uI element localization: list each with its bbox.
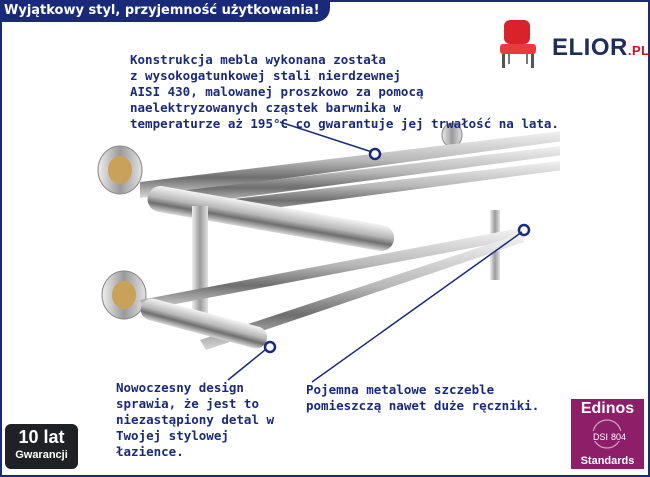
edinos-certificate: Edinos DSI 804 Standards xyxy=(571,399,644,469)
warranty-label: Gwarancji xyxy=(15,449,68,461)
logo-name: ELIOR xyxy=(552,34,628,61)
certificate-dsi: DSI xyxy=(593,432,608,442)
logo-suffix: .PL xyxy=(627,43,650,58)
design-description: Nowoczesny design sprawia, że jest to ni… xyxy=(116,380,275,459)
chair-icon xyxy=(500,20,536,68)
dsi-seal-icon: DSI 804 xyxy=(576,419,639,449)
certificate-brand: Edinos xyxy=(580,400,635,417)
warranty-badge: 10 lat Gwarancji xyxy=(5,424,78,469)
certificate-number: 804 xyxy=(611,432,626,442)
capacity-description: Pojemna metalowe szczeble pomieszczą naw… xyxy=(306,382,540,413)
headline-banner: Wyjątkowy styl, przyjemność użytkowania! xyxy=(0,0,330,22)
towel-rack-image xyxy=(97,122,560,354)
construction-description: Konstrukcja mebla wykonana została z wys… xyxy=(130,52,559,131)
logo-wordmark: ELIOR.PL xyxy=(552,34,650,62)
certificate-standards: Standards xyxy=(580,455,635,467)
elior-logo[interactable]: ELIOR.PL xyxy=(492,14,649,74)
warranty-years: 10 lat xyxy=(18,427,65,447)
